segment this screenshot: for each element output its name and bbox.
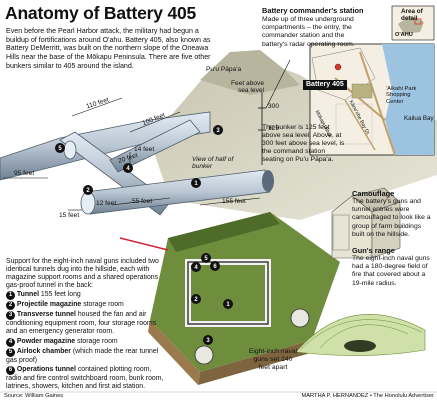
camouflage-block: Camouflage The battery's guns and tunnel… xyxy=(352,189,434,239)
support-intro: Support for the eight-inch naval guns in… xyxy=(6,258,159,290)
bunker-site xyxy=(119,212,340,385)
tunnel-system xyxy=(0,111,274,216)
legend-desc: storage room xyxy=(83,301,124,309)
puu-papaa-label: Pu'u Pāpa'a xyxy=(206,66,242,73)
svg-text:5: 5 xyxy=(204,256,208,262)
legend-number: 2 xyxy=(6,301,15,311)
dim-155: 155 feet xyxy=(222,198,246,205)
feet-above-label: Feet above sea level xyxy=(231,80,264,95)
dim-14: 14 feet xyxy=(134,146,155,153)
legend-name: Operations tunnel xyxy=(16,365,76,373)
tick-label-300: 300 xyxy=(268,103,280,110)
svg-text:4: 4 xyxy=(126,166,130,172)
svg-text:3: 3 xyxy=(206,338,210,344)
gun-range-heading: Gun's range xyxy=(352,246,395,255)
legend-name: Transverse tunnel xyxy=(16,311,76,319)
dimension-lines xyxy=(3,97,261,211)
support-legend: Support for the eight-inch naval guns in… xyxy=(6,258,166,392)
svg-text:6: 6 xyxy=(213,264,217,270)
legend-item-6: 6 Operations tunnel contained plotting r… xyxy=(6,365,166,391)
legend-desc: housed the fan and air conditioning equi… xyxy=(6,311,157,336)
camouflage-buildings xyxy=(331,187,401,259)
art-markers: 5 2 1 3 4 4 5 6 2 1 3 xyxy=(55,125,233,345)
legend-number: 1 xyxy=(6,291,15,301)
dim-55: 55 feet xyxy=(132,198,153,205)
puu-papaa-peak xyxy=(200,50,300,95)
legend-item-1: 1 Tunnel 155 feet long xyxy=(6,291,166,301)
artist-credit: MARTHA P. HERNANDEZ • The Honolulu Adver… xyxy=(301,393,434,399)
legend-name: Airlock chamber xyxy=(16,347,71,355)
legend-desc: contained plotting room, radio and fire … xyxy=(6,365,164,390)
svg-text:2: 2 xyxy=(86,188,90,194)
legend-name: Powder magazine xyxy=(16,337,76,345)
map-kailua-bay: Kailua Bay xyxy=(404,115,434,122)
dim-15: 15 feet xyxy=(59,212,80,219)
bunker-note: The bunker is 125 feet above sea level. … xyxy=(262,124,345,164)
map-shopping-label: 'Aikahi Park Shopping Center xyxy=(386,86,417,105)
legend-item-5: 5 Airlock chamber (which made the rear t… xyxy=(6,347,166,365)
gun-range-dome xyxy=(295,314,426,356)
legend-number: 6 xyxy=(6,365,15,375)
legend-name: Projectile magazine xyxy=(16,301,82,309)
camouflage-heading: Camouflage xyxy=(352,189,395,198)
commander-block: Battery commander's station Made up of t… xyxy=(262,6,370,49)
legend-item-4: 4 Powder magazine storage room xyxy=(6,337,166,347)
legend-number: 3 xyxy=(6,311,15,321)
legend-item-3: 3 Transverse tunnel housed the fan and a… xyxy=(6,311,166,336)
map-oahu-label: O'AHU xyxy=(395,32,413,38)
legend-name: Tunnel xyxy=(16,291,39,299)
dim-12: 12 feet xyxy=(96,200,117,207)
eight-inch-label: Eight-inch naval guns set 240 feet apart xyxy=(248,348,298,372)
camouflage-text: The battery's guns and tunnel entries we… xyxy=(352,198,431,238)
svg-text:4: 4 xyxy=(194,265,198,271)
source-credit: Source: William Gaines xyxy=(4,393,64,399)
intro-text: Even before the Pearl Harbor attack, the… xyxy=(6,27,211,70)
commander-leader xyxy=(265,59,291,109)
svg-text:3: 3 xyxy=(216,128,220,134)
legend-desc: 155 feet long xyxy=(40,291,81,299)
dim-95: 95 feet xyxy=(14,170,35,177)
legend-desc: storage room xyxy=(77,337,118,345)
battery-405-tag: Battery 405 xyxy=(303,80,347,90)
svg-text:2: 2 xyxy=(194,297,198,303)
svg-text:1: 1 xyxy=(194,181,198,187)
legend-item-2: 2 Projectile magazine storage room xyxy=(6,301,166,311)
map-area-label: Area of detail xyxy=(401,8,423,23)
legend-number: 4 xyxy=(6,337,15,347)
commander-heading: Battery commander's station xyxy=(262,6,364,15)
gun-range-text: The eight-inch naval guns had a 180-degr… xyxy=(352,255,430,287)
page-title: Anatomy of Battery 405 xyxy=(5,3,197,23)
svg-text:5: 5 xyxy=(58,146,62,152)
legend-number: 5 xyxy=(6,347,15,357)
commander-text: Made up of three underground compartment… xyxy=(262,16,355,48)
tick-label-125: 125 xyxy=(268,125,280,132)
gun-range-block: Gun's range The eight-inch naval guns ha… xyxy=(352,246,434,288)
svg-text:1: 1 xyxy=(226,302,230,308)
legend-desc: (which made the rear tunnel gas proof) xyxy=(6,347,159,364)
view-half-label: View of half of bunker xyxy=(192,156,234,171)
